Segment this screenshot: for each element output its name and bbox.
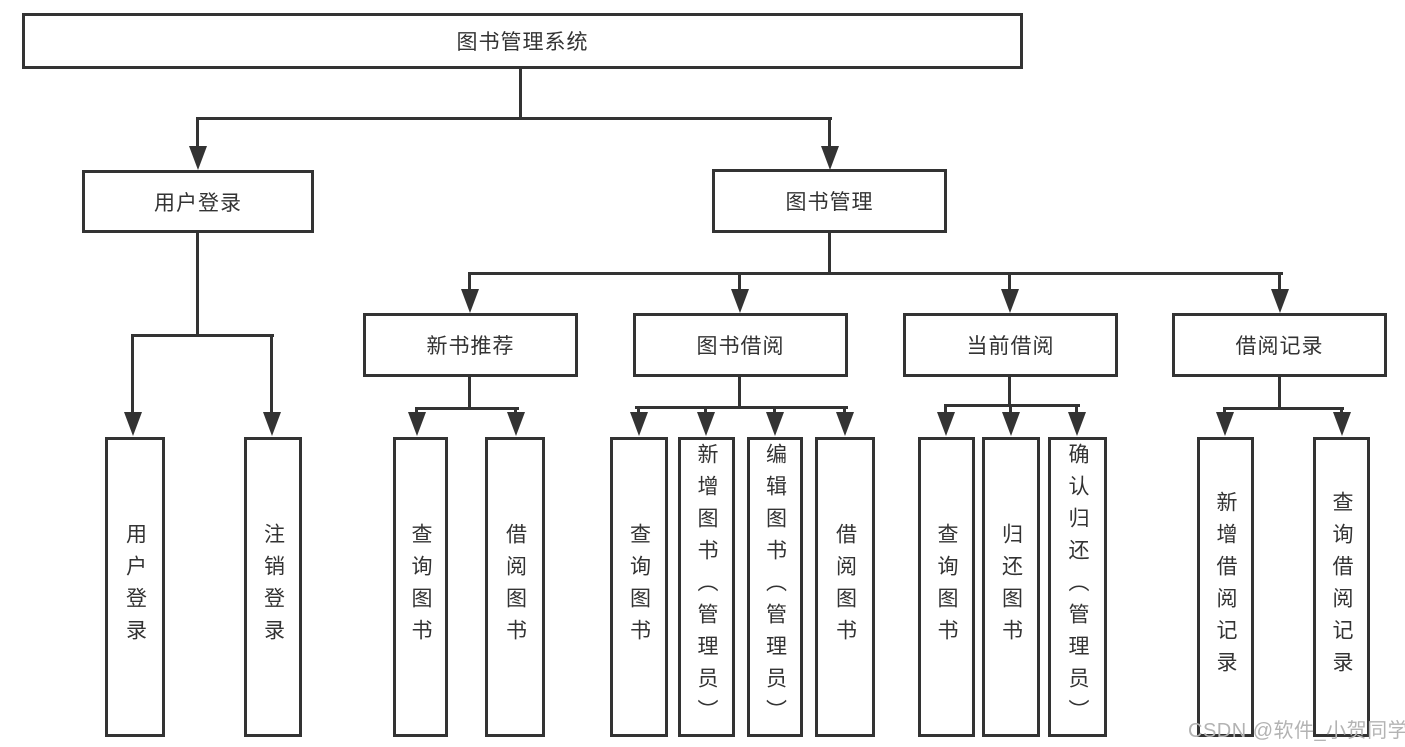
arrowhead-icon <box>1068 412 1086 436</box>
connector-book-mgmt-down <box>828 233 831 275</box>
leaf-return-books-label: 归还图书 <box>999 523 1023 651</box>
connector-leaf-stem <box>1009 404 1012 414</box>
node-library-system: 图书管理系统 <box>22 13 1023 69</box>
leaf-confirm-return-admin-label: 确认归还（管理员） <box>1066 443 1089 731</box>
node-current-borrow-label: 当前借阅 <box>966 335 1055 358</box>
arrowhead-icon <box>1333 412 1351 436</box>
connector-user-login-stem <box>196 117 199 149</box>
connector-leaf-stem <box>637 406 640 414</box>
connector-current-down <box>1008 377 1011 407</box>
node-book-management-label: 图书管理 <box>785 191 874 214</box>
leaf-add-books-admin: 新增图书（管理员） <box>678 437 735 737</box>
connector-leaf-stem <box>1340 407 1343 415</box>
connector-current-rail <box>944 404 1080 407</box>
leaf-search-borrow-record-label: 查询借阅记录 <box>1330 491 1353 683</box>
leaf-user-login: 用户登录 <box>105 437 165 737</box>
arrowhead-icon <box>731 289 749 313</box>
connector-leaf-stem <box>704 406 707 414</box>
node-book-management: 图书管理 <box>712 169 947 233</box>
arrowhead-icon <box>461 289 479 313</box>
connector-root-rail <box>196 117 832 120</box>
connector-level3-stem <box>738 272 741 290</box>
csdn-watermark: CSDN @软件_小贺同学 <box>1188 720 1405 742</box>
leaf-search-books-current: 查询图书 <box>918 437 975 737</box>
arrowhead-icon <box>189 146 207 170</box>
arrowhead-icon <box>408 412 426 436</box>
arrowhead-icon <box>836 412 854 436</box>
leaf-edit-books-admin: 编辑图书（管理员） <box>747 437 803 737</box>
connector-leaf-stem <box>131 334 134 414</box>
arrowhead-icon <box>1271 289 1289 313</box>
leaf-logout: 注销登录 <box>244 437 302 737</box>
connector-leaf-stem <box>514 407 517 415</box>
connector-level3-stem <box>1278 272 1281 290</box>
connector-book-mgmt-stem <box>828 117 831 149</box>
connector-book-mgmt-rail <box>468 272 1283 275</box>
leaf-search-books-borrow-label: 查询图书 <box>627 523 651 651</box>
connector-records-down <box>1278 377 1281 410</box>
connector-leaf-stem <box>773 406 776 414</box>
connector-user-login-down <box>196 233 199 337</box>
connector-recommend-down <box>468 377 471 410</box>
connector-leaf-stem <box>415 407 418 415</box>
arrowhead-icon <box>766 412 784 436</box>
leaf-borrow-books-recommend: 借阅图书 <box>485 437 545 737</box>
node-library-system-label: 图书管理系统 <box>456 31 589 54</box>
connector-leaf-stem <box>944 404 947 414</box>
arrowhead-icon <box>1002 412 1020 436</box>
arrowhead-icon <box>1216 412 1234 436</box>
arrowhead-icon <box>263 412 281 436</box>
arrowhead-icon <box>821 146 839 170</box>
node-current-borrow: 当前借阅 <box>903 313 1118 377</box>
leaf-search-borrow-record: 查询借阅记录 <box>1313 437 1370 737</box>
node-new-book-recommend-label: 新书推荐 <box>426 335 515 358</box>
arrowhead-icon <box>1001 289 1019 313</box>
leaf-user-login-label: 用户登录 <box>123 523 147 651</box>
leaf-search-books-recommend-label: 查询图书 <box>409 523 432 651</box>
node-borrow-records-label: 借阅记录 <box>1235 335 1324 358</box>
connector-borrow-down <box>738 377 741 409</box>
arrowhead-icon <box>630 412 648 436</box>
connector-level3-stem <box>468 272 471 290</box>
node-user-login: 用户登录 <box>82 170 314 233</box>
arrowhead-icon <box>937 412 955 436</box>
connector-leaf-stem <box>270 334 273 414</box>
leaf-add-borrow-record-label: 新增借阅记录 <box>1214 491 1237 683</box>
leaf-add-borrow-record: 新增借阅记录 <box>1197 437 1254 737</box>
arrowhead-icon <box>124 412 142 436</box>
leaf-confirm-return-admin: 确认归还（管理员） <box>1048 437 1107 737</box>
connector-leaf-stem <box>843 406 846 414</box>
connector-recommend-rail <box>415 407 519 410</box>
node-new-book-recommend: 新书推荐 <box>363 313 578 377</box>
leaf-search-books-recommend: 查询图书 <box>393 437 448 737</box>
node-borrow-records: 借阅记录 <box>1172 313 1387 377</box>
connector-leaf-stem <box>1075 404 1078 414</box>
leaf-add-books-admin-label: 新增图书（管理员） <box>695 443 718 731</box>
connector-records-rail <box>1223 407 1344 410</box>
leaf-borrow-books: 借阅图书 <box>815 437 875 737</box>
connector-borrow-rail <box>635 406 848 409</box>
leaf-search-books-current-label: 查询图书 <box>935 523 958 651</box>
leaf-borrow-books-recommend-label: 借阅图书 <box>503 523 527 651</box>
node-book-borrow: 图书借阅 <box>633 313 848 377</box>
arrowhead-icon <box>507 412 525 436</box>
leaf-edit-books-admin-label: 编辑图书（管理员） <box>763 443 787 731</box>
leaf-search-books-borrow: 查询图书 <box>610 437 668 737</box>
node-book-borrow-label: 图书借阅 <box>696 335 785 358</box>
connector-root-stem <box>519 69 522 119</box>
connector-level3-stem <box>1008 272 1011 290</box>
connector-user-login-rail <box>131 334 274 337</box>
leaf-borrow-books-label: 借阅图书 <box>833 523 857 651</box>
arrowhead-icon <box>697 412 715 436</box>
leaf-return-books: 归还图书 <box>982 437 1040 737</box>
connector-leaf-stem <box>1223 407 1226 415</box>
leaf-logout-label: 注销登录 <box>261 523 285 651</box>
node-user-login-label: 用户登录 <box>154 191 242 215</box>
